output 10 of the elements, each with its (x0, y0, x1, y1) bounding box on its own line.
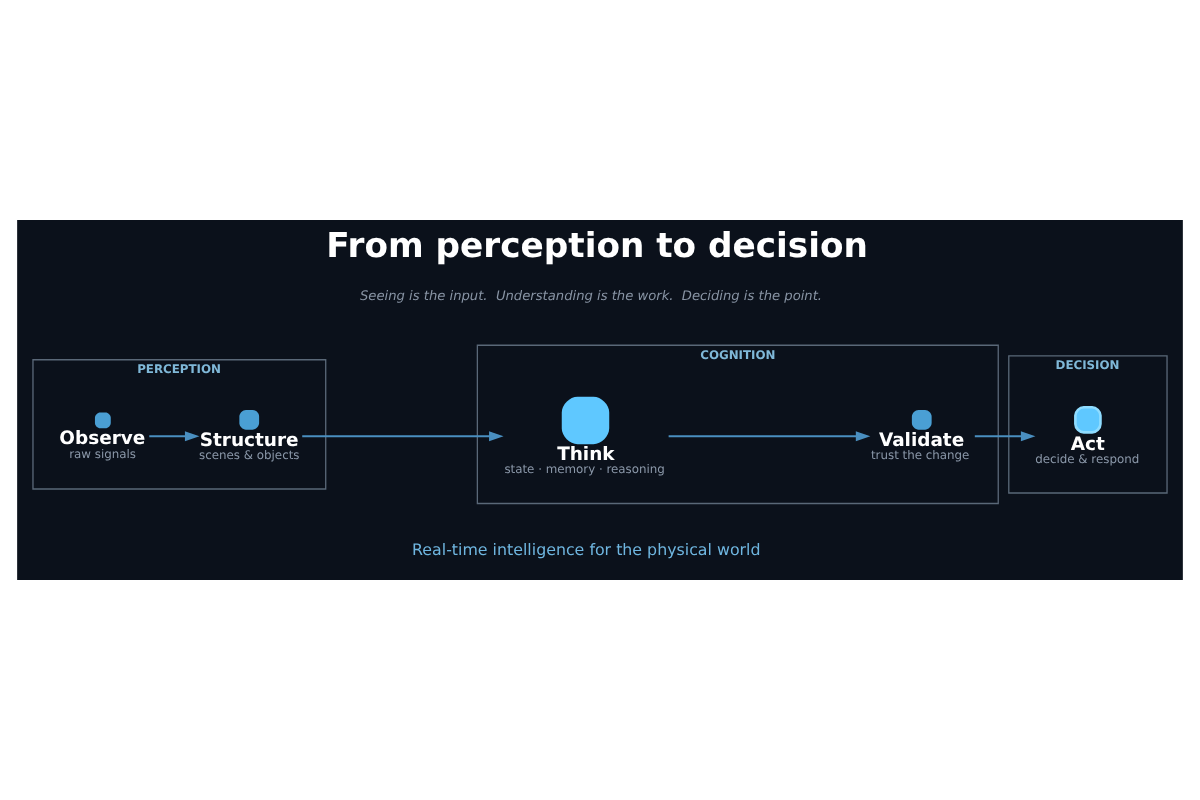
node-label: Act (1070, 433, 1105, 456)
node-label: Structure (199, 429, 299, 452)
arrow (667, 431, 871, 442)
arrow (301, 431, 504, 442)
node-label: Validate (878, 429, 965, 452)
arrow (148, 431, 200, 442)
node-label: Observe (59, 428, 146, 451)
node-label: Think (557, 444, 615, 467)
diagram-title: From perception to decision (326, 226, 868, 267)
arrow (973, 431, 1036, 442)
